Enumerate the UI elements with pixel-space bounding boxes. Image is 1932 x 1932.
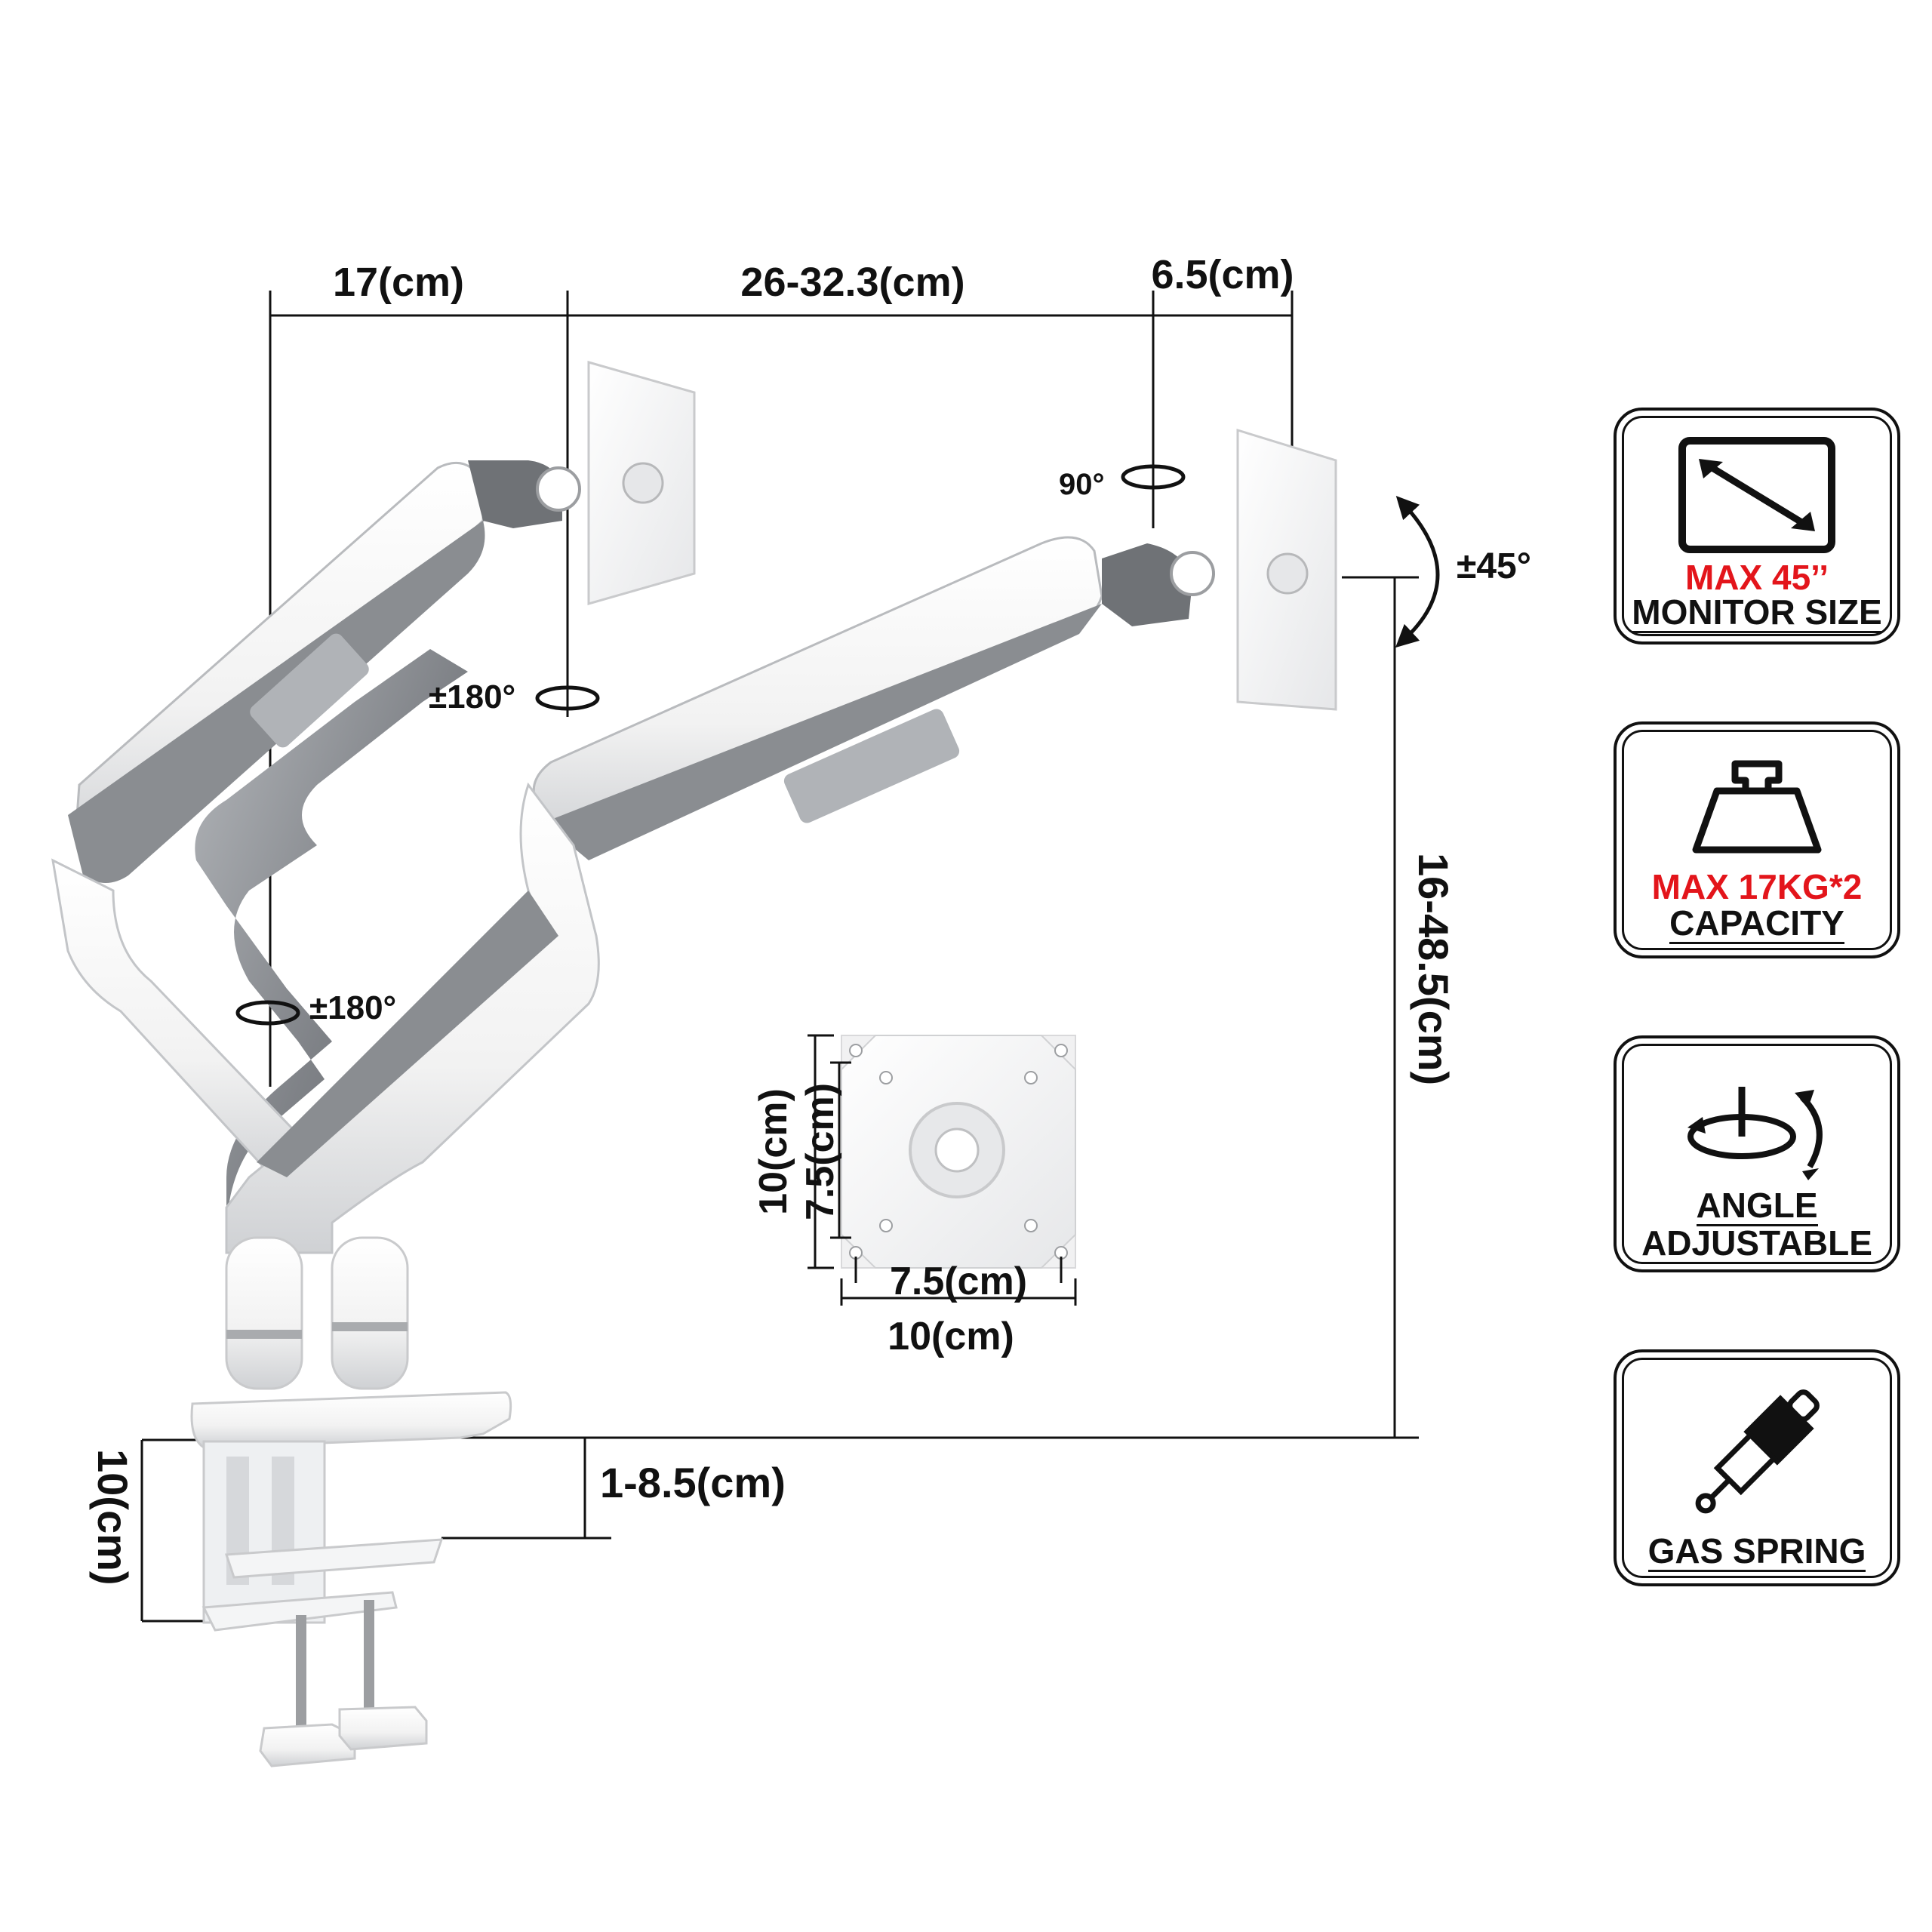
badge-angle: ANGLE ADJUSTABLE — [1614, 1035, 1900, 1272]
vesa-outer-width-label: 10(cm) — [888, 1315, 1014, 1358]
gas-spring-icon — [1695, 1389, 1820, 1514]
left-arm — [68, 361, 696, 1358]
height-range-label: 16-48.5(cm) — [1410, 853, 1457, 1085]
elbow-swivel-label: ±180° — [429, 678, 515, 715]
clamp-height-label: 10(cm) — [89, 1449, 137, 1586]
tilt-label: ±45° — [1457, 546, 1531, 586]
rotation-arrows — [235, 464, 1440, 1026]
arm-length-label: 26-32.3(cm) — [740, 260, 964, 305]
badge-capacity-line2: CAPACITY — [1669, 903, 1844, 944]
right-arm — [225, 428, 1337, 1254]
elbow-rotate-icon — [535, 685, 600, 711]
badge-angle-line1: ANGLE — [1696, 1186, 1818, 1226]
swivel-rotate-icon — [1121, 464, 1186, 490]
head-offset-label: 6.5(cm) — [1151, 252, 1294, 297]
dimension-labels: 17(cm) 26-32.3(cm) 6.5(cm) ±45° 90° ±180… — [89, 252, 1531, 1586]
vesa-plate-detail — [808, 1034, 1077, 1306]
vesa-outer-height-label: 10(cm) — [752, 1088, 795, 1215]
badge-monitor-size-line1: MAX 45’’ — [1684, 558, 1829, 597]
rotation-icon — [1687, 1087, 1823, 1180]
clamp-base — [190, 1236, 512, 1767]
badge-gas-spring-line1: GAS SPRING — [1647, 1531, 1866, 1572]
base-rotate-icon — [235, 1000, 300, 1026]
monitor-diagonal-icon — [1678, 437, 1835, 553]
arm-depth-label: 17(cm) — [333, 260, 464, 305]
badge-angle-line2: ADJUSTABLE — [1641, 1223, 1872, 1264]
badge-capacity: MAX 17KG*2 CAPACITY — [1614, 721, 1900, 958]
weight-icon — [1692, 760, 1822, 854]
desk-thickness-label: 1-8.5(cm) — [600, 1459, 786, 1506]
badge-capacity-line1: MAX 17KG*2 — [1651, 867, 1863, 906]
vesa-inner-height-label: 7.5(cm) — [798, 1083, 842, 1220]
badge-monitor-size-line2: MONITOR SIZE — [1632, 592, 1882, 633]
vesa-inner-width-label: 7.5(cm) — [890, 1260, 1027, 1303]
badge-gas-spring: GAS SPRING — [1614, 1349, 1900, 1586]
swivel-head-label: 90° — [1059, 468, 1105, 501]
base-swivel-label: ±180° — [309, 989, 396, 1026]
tilt-arrow-icon — [1395, 495, 1440, 648]
dimension-lines — [140, 291, 1419, 1623]
badge-monitor-size: MAX 45’’ MONITOR SIZE — [1614, 408, 1900, 645]
